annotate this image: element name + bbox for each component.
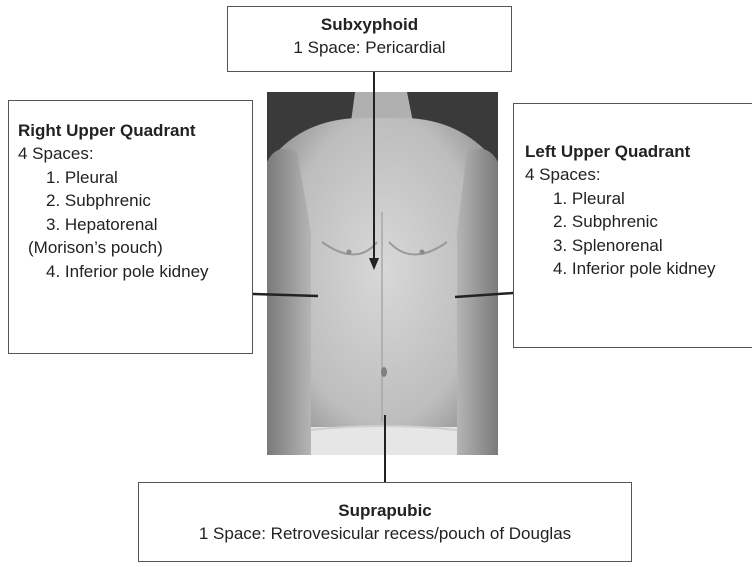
ruq-spaces: 4 Spaces: xyxy=(18,142,252,165)
luq-item-4: 4. Inferior pole kidney xyxy=(525,257,752,280)
suprapubic-title: Suprapubic xyxy=(139,499,631,522)
suprapubic-box: Suprapubic 1 Space: Retrovesicular reces… xyxy=(138,482,632,562)
ruq-item-3-note: (Morison’s pouch) xyxy=(18,236,252,259)
subxyphoid-title: Subxyphoid xyxy=(228,13,511,36)
ruq-item-1: 1. Pleural xyxy=(18,166,252,189)
luq-spaces: 4 Spaces: xyxy=(525,163,752,186)
subxyphoid-box: Subxyphoid 1 Space: Pericardial xyxy=(227,6,512,72)
luq-title: Left Upper Quadrant xyxy=(525,140,752,163)
luq-item-1: 1. Pleural xyxy=(525,187,752,210)
luq-item-2: 2. Subphrenic xyxy=(525,210,752,233)
ruq-item-2: 2. Subphrenic xyxy=(18,189,252,212)
subxyphoid-spaces: 1 Space: Pericardial xyxy=(228,36,511,59)
suprapubic-spaces: 1 Space: Retrovesicular recess/pouch of … xyxy=(139,522,631,545)
ruq-title: Right Upper Quadrant xyxy=(18,119,252,142)
left-upper-quadrant-box: Left Upper Quadrant 4 Spaces: 1. Pleural… xyxy=(513,103,752,348)
torso-photo xyxy=(267,92,498,455)
ruq-item-3: 3. Hepatorenal xyxy=(18,213,252,236)
right-upper-quadrant-box: Right Upper Quadrant 4 Spaces: 1. Pleura… xyxy=(8,100,253,354)
ruq-item-4: 4. Inferior pole kidney xyxy=(18,260,252,283)
luq-item-3: 3. Splenorenal xyxy=(525,234,752,257)
